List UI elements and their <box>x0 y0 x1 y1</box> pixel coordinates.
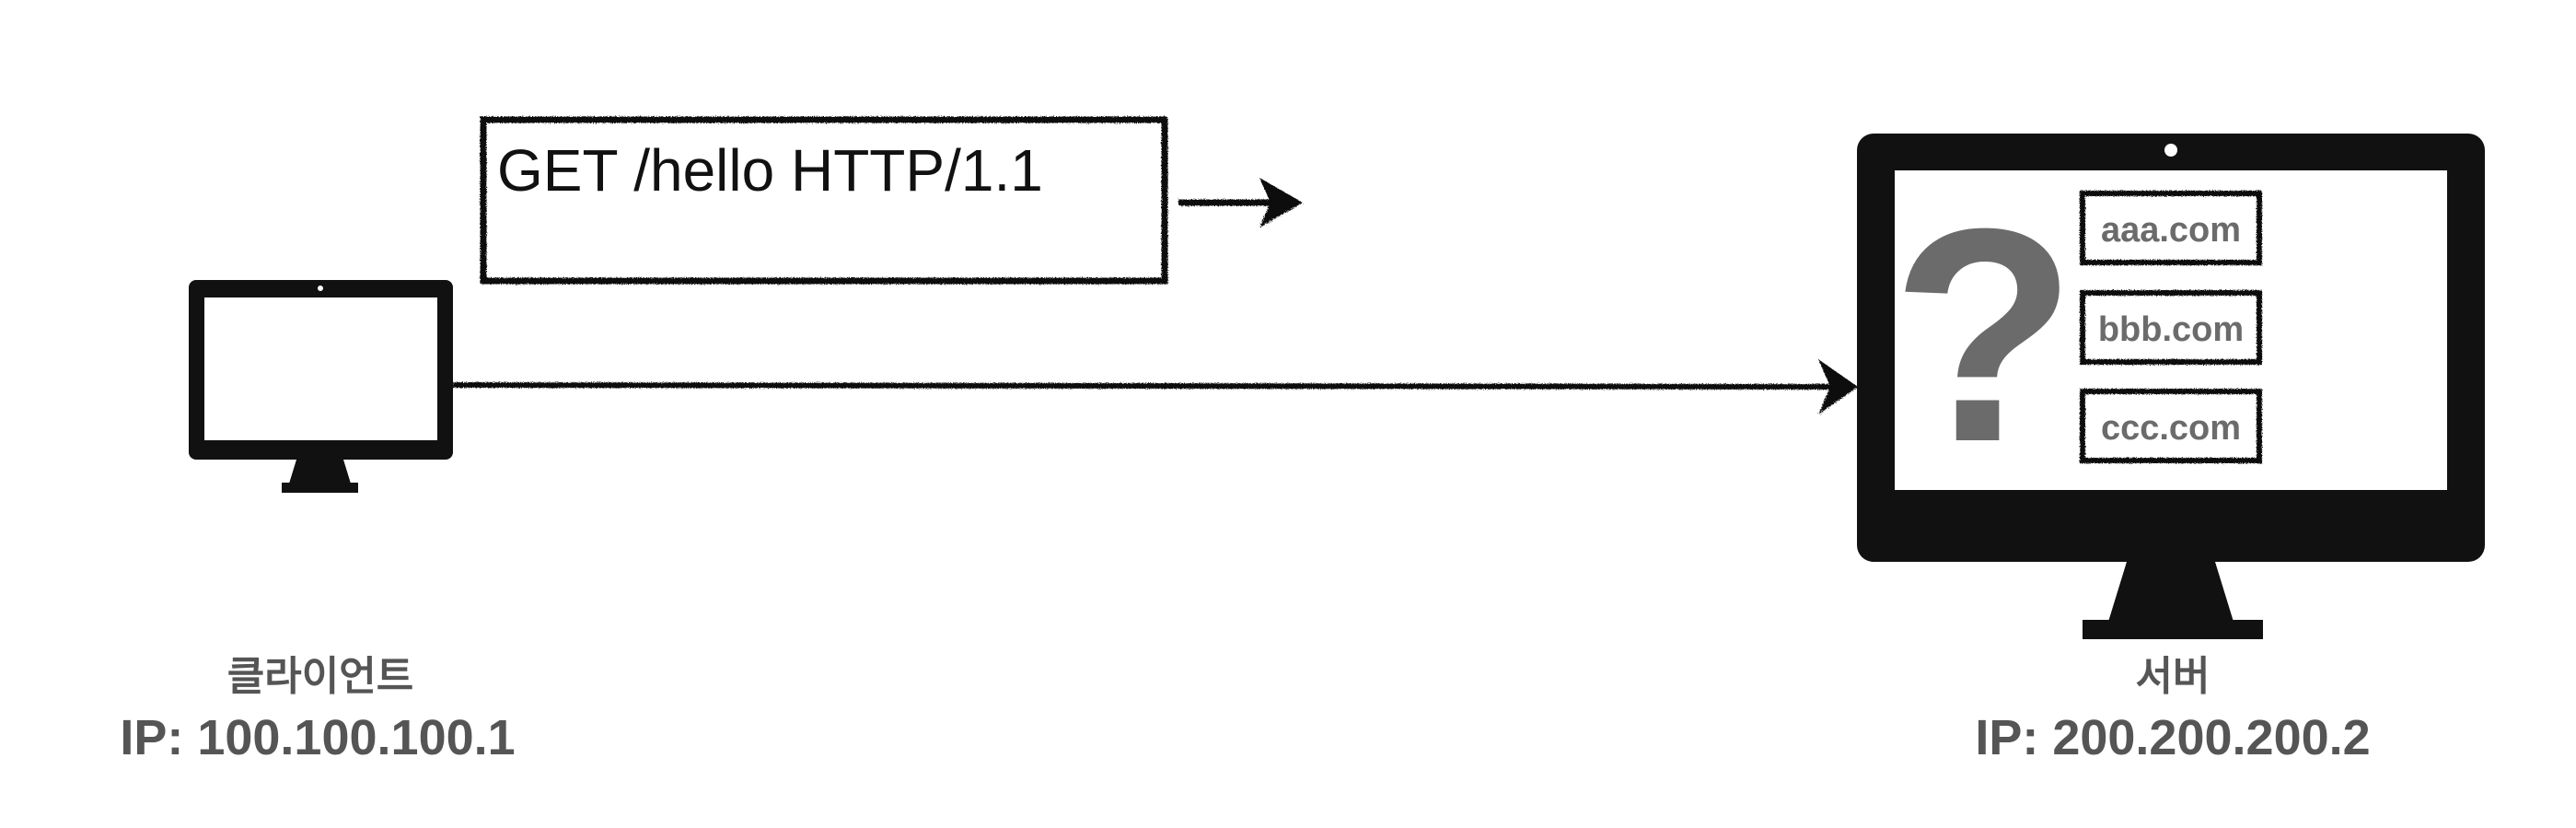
client-name-label: 클라이언트 <box>226 653 414 700</box>
question-mark-icon: ? <box>1891 165 2077 505</box>
server-name-label: 서버 <box>2135 653 2210 700</box>
domain-box-ccc <box>2080 389 2262 463</box>
connection-arrow <box>452 359 1858 414</box>
domain-label-bbb: bbb.com <box>2098 310 2244 349</box>
server-ip-label: IP: 200.200.200.2 <box>1975 710 2371 765</box>
domain-label-ccc: ccc.com <box>2101 409 2241 448</box>
client-monitor-icon <box>189 280 453 493</box>
domain-box-aaa <box>2080 191 2262 265</box>
domain-box-bbb <box>2080 290 2262 365</box>
server-monitor-icon <box>1857 134 2485 639</box>
request-box <box>480 116 1168 285</box>
request-line-text: GET /hello HTTP/1.1 <box>497 137 1043 204</box>
request-arrow <box>1178 178 1303 227</box>
domain-label-aaa: aaa.com <box>2101 211 2241 250</box>
client-ip-label: IP: 100.100.100.1 <box>120 710 516 765</box>
